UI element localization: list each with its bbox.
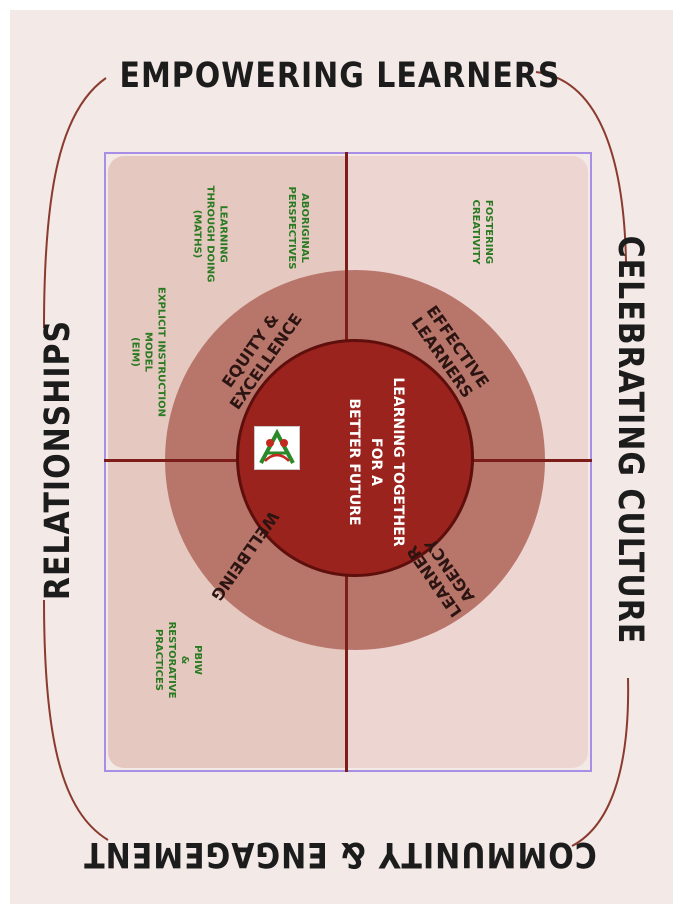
arc-bottom-right <box>571 677 630 847</box>
outer-label-bottom: COMMUNITY & ENGAGEMENT <box>83 833 597 875</box>
item-aboriginal-perspectives: ABORIGINAL PERSPECTIVES <box>286 186 310 270</box>
arc-top-right <box>535 71 627 263</box>
outer-label-right: CELEBRATING CULTURE <box>609 235 651 645</box>
arc-top-left <box>43 77 107 329</box>
item-explicit-instruction: EXPLICIT INSTRUCTION MODEL (EIM) <box>129 286 167 418</box>
item-learning-through-doing: LEARNING THROUGH DOING (MATHS) <box>191 185 229 283</box>
diagram-frame <box>104 152 592 772</box>
item-pbiw-restorative: PBIW & RESTORATIVE PRACTICES <box>153 621 203 699</box>
logo-icon <box>259 428 295 464</box>
center-motto: LEARNING TOGETHER FOR A BETTER FUTURE <box>346 377 406 547</box>
item-fostering-creativity: FOSTERING CREATIVITY <box>470 199 494 265</box>
outer-label-left: RELATIONSHIPS <box>37 319 79 601</box>
outer-label-top: EMPOWERING LEARNERS <box>119 55 561 97</box>
arc-bottom-left <box>43 599 109 841</box>
school-logo <box>254 426 300 470</box>
